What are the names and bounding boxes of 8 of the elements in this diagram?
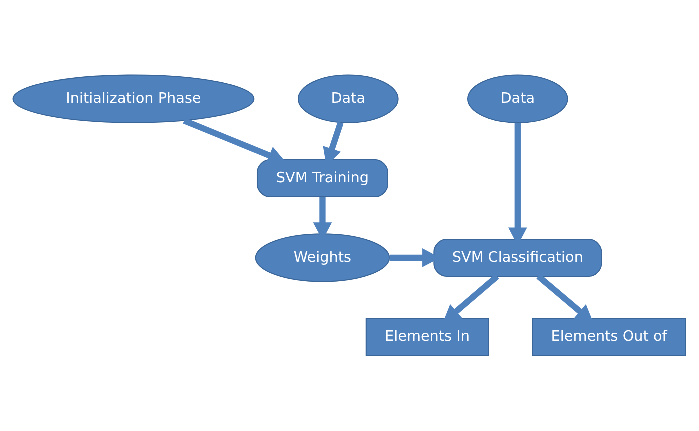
node-ellipse: Weights xyxy=(255,234,390,282)
node-ellipse: Initialization Phase xyxy=(12,74,255,124)
node-box: Elements In xyxy=(366,318,490,356)
node-ellipse: Data xyxy=(298,74,399,124)
node-box: Elements Out of xyxy=(532,318,686,356)
node-box: SVM Classification xyxy=(434,238,602,277)
node-ellipse: Data xyxy=(467,74,568,124)
node-box: SVM Training xyxy=(256,160,388,198)
